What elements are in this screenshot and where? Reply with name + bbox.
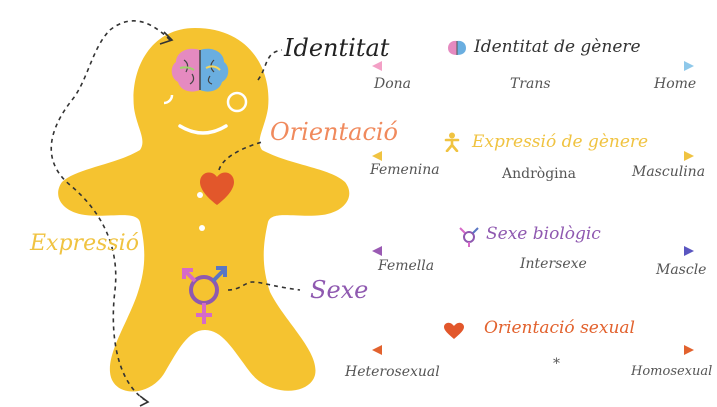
spectrum-arrowhead-left-orientation [372, 345, 382, 355]
spectrum-arrowhead-left-expression [372, 151, 382, 161]
brain-icon [447, 40, 467, 60]
spectrum-middle-expression: Andrògina [502, 166, 576, 182]
spectrum-left-identity: Dona [374, 76, 411, 92]
heart-icon [444, 322, 464, 344]
spectrum-right-expression: Masculina [632, 164, 705, 180]
spectrum-arrowhead-right-orientation [684, 345, 694, 355]
transgender-symbol-icon [458, 226, 480, 252]
spectrum-right-identity: Home [654, 76, 696, 92]
label-expressio: Expressió [30, 231, 139, 256]
brain-icon [172, 49, 229, 92]
arrow-head [140, 396, 148, 406]
person-icon [444, 132, 460, 156]
spectrum-arrowhead-left-sex [372, 246, 382, 256]
spectrum-title-identity: Identitat de gènere [474, 37, 641, 57]
spectrum-middle-identity: Trans [510, 76, 551, 92]
spectrum-right-orientation: Homosexual [631, 364, 717, 379]
button-dot [199, 225, 205, 231]
spectrum-right-sex: Mascle [656, 262, 706, 278]
label-orientacio: Orientació [270, 118, 398, 146]
label-identitat: Identitat [284, 34, 389, 62]
spectrum-title-orientation: Orientació sexual [484, 318, 635, 338]
spectrum-title-expression: Expressió de gènere [472, 132, 648, 152]
spectrum-arrowhead-left-identity [372, 61, 382, 71]
spectrum-left-sex: Femella [378, 258, 434, 274]
spectrum-title-sex: Sexe biològic [486, 224, 601, 244]
spectrum-arrowhead-right-expression [684, 151, 694, 161]
spectrum-arrowhead-right-sex [684, 246, 694, 256]
spectrum-arrowhead-right-identity [684, 61, 694, 71]
spectrum-middle-orientation: * [553, 356, 560, 372]
button-dot [197, 192, 203, 198]
spectrum-arrows [372, 61, 694, 355]
spectrum-left-orientation: Heterosexual [345, 364, 440, 380]
label-sexe: Sexe [310, 276, 368, 304]
spectrum-left-expression: Femenina [370, 162, 440, 178]
spectrum-middle-sex: Intersexe [520, 256, 587, 272]
